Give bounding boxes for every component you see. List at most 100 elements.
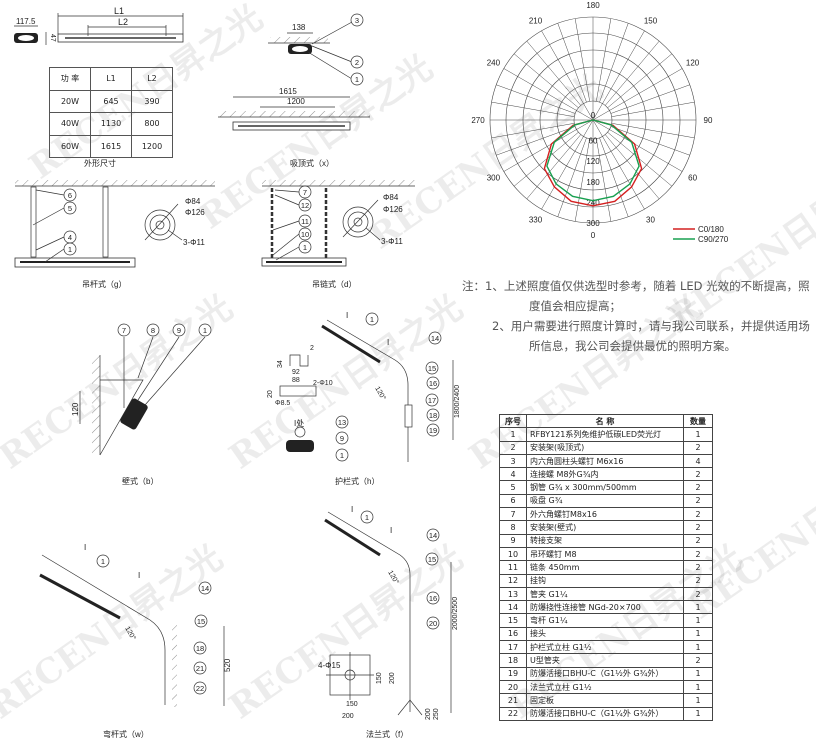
svg-text:19: 19 <box>429 426 437 435</box>
svg-text:壁式（b）: 壁式（b） <box>122 476 158 486</box>
part-name: 法兰式立柱 G1½ <box>526 679 684 695</box>
bent-rod-mount-view: I 1 I 14 15 18 21 22 520 120° 弯杆式（w） <box>39 543 232 739</box>
grid-spoke <box>541 30 594 121</box>
polar-light-distribution-chart: 1801501209060300330300270240210060120180… <box>471 1 728 244</box>
angle-tick-label: 150 <box>644 16 658 25</box>
row-number: 12 <box>499 573 527 588</box>
svg-text:I: I <box>387 338 389 347</box>
row-number: 7 <box>499 507 527 522</box>
svg-text:护栏式（h）: 护栏式（h） <box>335 476 379 486</box>
radial-tick-label: 240 <box>586 198 600 207</box>
svg-text:I处: I处 <box>294 418 304 428</box>
quantity: 2 <box>683 586 713 602</box>
svg-text:9: 9 <box>340 434 344 443</box>
svg-text:1: 1 <box>365 513 369 522</box>
radial-tick-label: 0 <box>591 111 596 120</box>
legend-label: C90/270 <box>698 235 729 244</box>
part-name: 钢管 G¾ x 300mm/500mm <box>526 480 684 495</box>
svg-text:3: 3 <box>355 16 359 25</box>
svg-text:22: 22 <box>196 684 204 693</box>
svg-text:Φ84: Φ84 <box>185 197 201 206</box>
grid-spoke <box>557 23 587 103</box>
cell: 60W <box>49 134 91 158</box>
header-cell: 序号 <box>499 413 527 429</box>
cell: 645 <box>90 89 132 113</box>
row-number: 3 <box>499 453 527 469</box>
grid-spoke <box>496 126 576 156</box>
quantity: 1 <box>683 640 713 655</box>
svg-text:1: 1 <box>203 326 207 335</box>
ceiling-mount-view: 138 3 2 1 1615 1200 吸顶式（x） <box>218 13 370 168</box>
row-number: 10 <box>499 546 527 562</box>
svg-text:RECEN日昇之光: RECEN日昇之光 <box>0 287 240 477</box>
quantity: 1 <box>683 693 713 708</box>
svg-text:Φ126: Φ126 <box>383 205 403 214</box>
svg-text:4-Φ15: 4-Φ15 <box>318 661 341 670</box>
svg-text:1: 1 <box>370 315 374 324</box>
legend-label: C0/180 <box>698 225 724 234</box>
angle-tick-label: 330 <box>529 216 543 225</box>
cell: 20W <box>49 89 91 113</box>
svg-text:1: 1 <box>340 451 344 460</box>
angle-tick-label: 30 <box>646 216 655 225</box>
radial-tick-label: 120 <box>586 157 600 166</box>
part-name: 防爆活接口BHU-C（G1½外 G¾外） <box>526 666 684 681</box>
notes: 注：1、上述照度值仅供选型时参考，随着 LED 光效的不断提高，照 度值会相应提… <box>462 276 812 356</box>
part-name: 安装架(壁式) <box>526 520 684 535</box>
row-number: 17 <box>499 640 527 655</box>
row-number: 9 <box>499 533 527 548</box>
svg-text:5: 5 <box>68 204 72 213</box>
grid-spoke <box>607 132 673 187</box>
grid-spoke <box>557 137 587 217</box>
svg-text:Φ84: Φ84 <box>383 193 399 202</box>
grid-spoke <box>526 40 581 106</box>
svg-text:7: 7 <box>122 326 126 335</box>
angle-tick-label: 180 <box>586 1 600 10</box>
svg-text:1615: 1615 <box>279 87 297 96</box>
svg-text:16: 16 <box>429 379 437 388</box>
header-cell: L1 <box>90 67 132 91</box>
grid-spoke <box>491 123 575 139</box>
svg-text:2-Φ10: 2-Φ10 <box>313 380 333 387</box>
part-name: 挂钩 <box>526 573 684 588</box>
svg-text:弯杆式（w）: 弯杆式（w） <box>103 729 149 739</box>
svg-text:RECEN日昇之光: RECEN日昇之光 <box>222 537 470 727</box>
row-number: 16 <box>499 626 527 642</box>
angle-tick-label: 270 <box>471 116 485 125</box>
quantity: 2 <box>683 507 713 522</box>
svg-text:4: 4 <box>68 233 72 242</box>
part-name: 吸盘 G¾ <box>526 493 684 509</box>
grid-spoke <box>503 119 594 172</box>
grid-spoke <box>610 126 690 156</box>
radial-tick-label: 180 <box>586 178 600 187</box>
radial-tick-label: 300 <box>586 219 600 228</box>
chain-mount-view: 7 12 11 10 1 Φ84 Φ126 3-Φ11 吊链式（d） <box>261 180 415 289</box>
quantity: 1 <box>683 626 713 642</box>
row-number: 1 <box>499 427 527 442</box>
svg-text:16: 16 <box>429 594 437 603</box>
angle-tick-label: 210 <box>529 16 543 25</box>
svg-text:L1: L1 <box>114 6 124 16</box>
quantity: 1 <box>683 679 713 695</box>
row-number: 21 <box>499 693 527 708</box>
dimension-drawing: 117.5 47 L1 L2 外形尺寸 <box>14 6 184 168</box>
angle-tick-label: 0 <box>591 231 596 240</box>
part-name: 连接螺 M8外G¾内 <box>526 467 684 482</box>
svg-text:17: 17 <box>428 396 436 405</box>
row-number: 11 <box>499 560 527 575</box>
svg-text:1: 1 <box>355 75 359 84</box>
svg-text:Φ126: Φ126 <box>185 208 205 217</box>
svg-text:3-Φ11: 3-Φ11 <box>183 238 205 247</box>
header-cell: L2 <box>131 67 173 91</box>
